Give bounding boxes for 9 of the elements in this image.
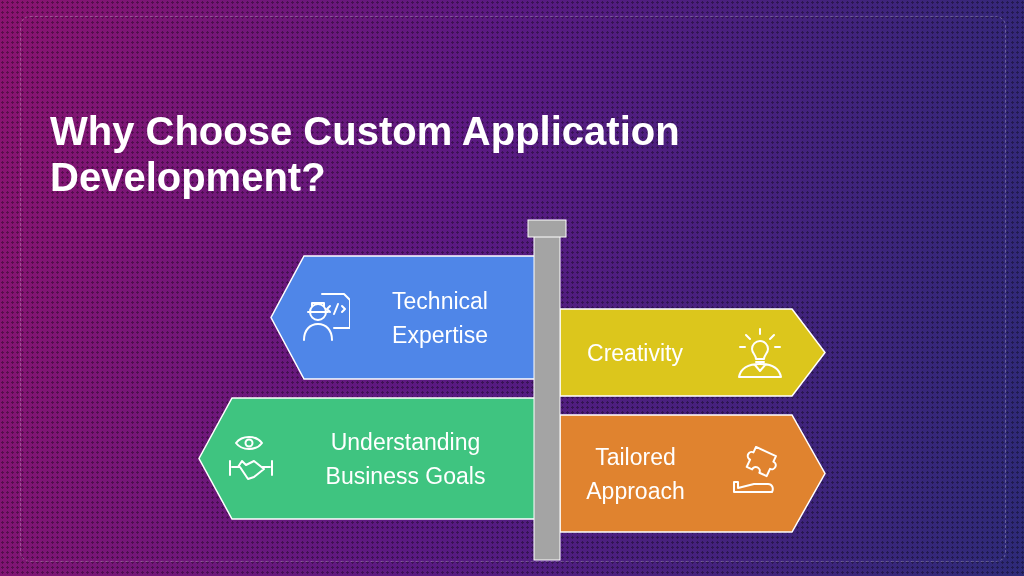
sign-label: Understanding Business Goals <box>324 427 487 491</box>
sign-label: Technical Expertise <box>391 286 489 350</box>
direction-sign <box>198 397 535 520</box>
direction-sign <box>560 414 826 533</box>
sign-label: Tailored Approach <box>585 442 686 506</box>
direction-sign <box>270 255 535 380</box>
sign-label: Creativity <box>586 338 684 368</box>
title: Why Choose Custom Application Development? <box>50 108 681 200</box>
direction-sign <box>560 308 826 397</box>
